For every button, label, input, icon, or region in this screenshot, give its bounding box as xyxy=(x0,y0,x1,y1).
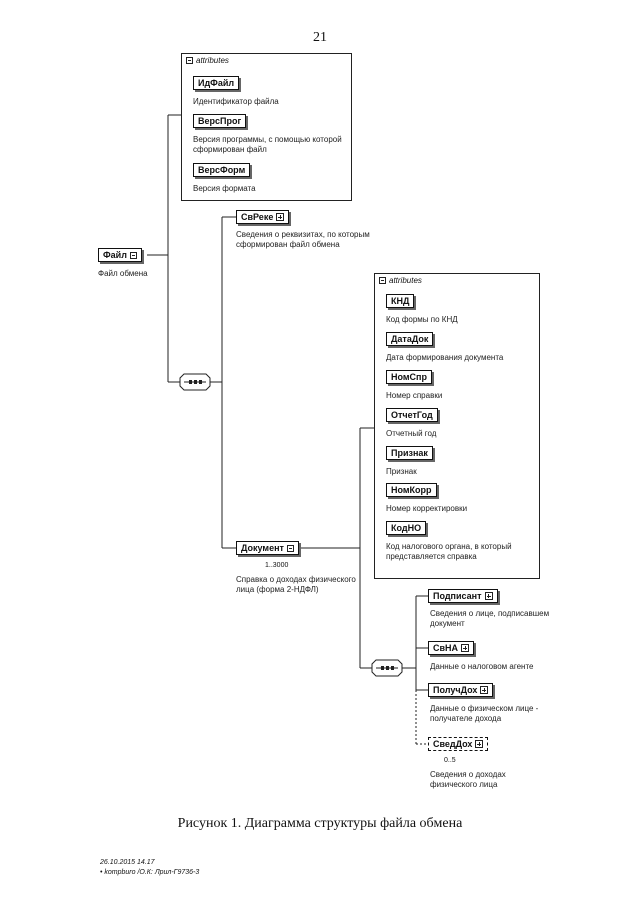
collapse-icon[interactable] xyxy=(286,545,294,552)
attr-nomspr-desc: Номер справки xyxy=(386,391,443,400)
attr-nomkorr[interactable]: НомКорр xyxy=(386,483,437,497)
attr-idfile-desc: Идентификатор файла xyxy=(193,97,279,106)
document-desc: Справка о доходах физического лица (форм… xyxy=(236,575,356,594)
attr-versform-desc: Версия формата xyxy=(193,184,256,193)
svna-desc: Данные о налоговом агенте xyxy=(430,662,534,671)
root-desc: Файл обмена xyxy=(98,269,148,278)
attr-knd-desc: Код формы по КНД xyxy=(386,315,458,324)
attr-versprog[interactable]: ВерсПрог xyxy=(193,114,247,128)
attr-datadok[interactable]: ДатаДок xyxy=(386,332,434,346)
collapse-icon[interactable] xyxy=(186,57,193,64)
expand-icon[interactable] xyxy=(484,592,493,600)
node-podpisant[interactable]: Подписант xyxy=(428,589,498,603)
attr-otchetgod[interactable]: ОтчетГод xyxy=(386,408,438,422)
expand-icon[interactable] xyxy=(480,686,489,694)
attr-priznak[interactable]: Признак xyxy=(386,446,433,460)
attributes-header: attributes xyxy=(375,274,539,287)
attr-versform[interactable]: ВерсФорм xyxy=(193,163,251,177)
figure-caption: Рисунок 1. Диаграмма структуры файла обм… xyxy=(177,816,463,831)
attr-versprog-desc: Версия программы, с помощью которой сфор… xyxy=(193,135,342,154)
footer-date: 26.10.2015 14.17 xyxy=(100,859,155,866)
attr-knd[interactable]: КНД xyxy=(386,294,415,308)
svreke-desc: Сведения о реквизитах, по которым сформи… xyxy=(236,230,370,249)
root-node[interactable]: Файл xyxy=(98,248,142,262)
attr-idfile[interactable]: ИдФайл xyxy=(193,76,240,90)
node-sveddoh[interactable]: СведДох xyxy=(428,737,489,751)
sveddoh-desc: Сведения о доходах физического лица xyxy=(430,770,506,789)
collapse-icon[interactable] xyxy=(379,277,386,284)
sequence-icon[interactable] xyxy=(179,373,211,391)
attr-nomkorr-desc: Номер корректировки xyxy=(386,504,468,513)
poluchdoh-desc: Данные о физическом лице - получателе до… xyxy=(430,704,539,723)
attr-kodno-desc: Код налогового органа, в который предста… xyxy=(386,542,512,561)
attr-nomspr[interactable]: НомСпр xyxy=(386,370,432,384)
attr-kodno[interactable]: КодНО xyxy=(386,521,427,535)
document-multiplicity: 1..3000 xyxy=(265,562,289,569)
node-poluchdoh[interactable]: ПолучДох xyxy=(428,683,494,697)
attributes-header: attributes xyxy=(182,54,351,67)
expand-icon[interactable] xyxy=(276,213,285,221)
sveddoh-multiplicity: 0..5 xyxy=(444,757,456,764)
attr-datadok-desc: Дата формирования документа xyxy=(386,353,504,362)
node-svna[interactable]: СвНА xyxy=(428,641,475,655)
node-document[interactable]: Документ xyxy=(236,541,299,555)
node-svreke[interactable]: СвРеке xyxy=(236,210,290,224)
expand-icon[interactable] xyxy=(475,740,484,748)
page-number: 21 xyxy=(313,30,327,45)
sequence-icon[interactable] xyxy=(371,659,403,677)
attr-priznak-desc: Признак xyxy=(386,467,417,476)
collapse-icon[interactable] xyxy=(129,252,137,259)
footer-source: • kompburo /О.К: Лрил-Г9736-3 xyxy=(100,869,200,876)
attr-otchetgod-desc: Отчетный год xyxy=(386,429,437,438)
expand-icon[interactable] xyxy=(461,644,470,652)
podpisant-desc: Сведения о лице, подписавшем документ xyxy=(430,609,550,628)
